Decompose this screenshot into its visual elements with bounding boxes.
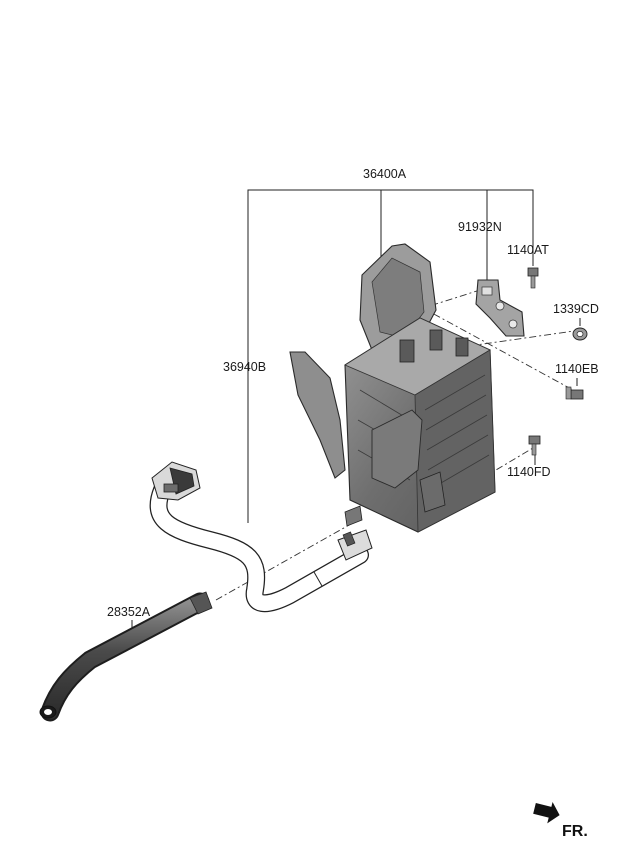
bolt-1140fd xyxy=(528,435,541,456)
label-91932n: 91932N xyxy=(458,220,502,234)
hose-36940b xyxy=(149,461,373,613)
bolt-1140eb xyxy=(565,386,584,400)
label-28352a: 28352A xyxy=(107,605,151,619)
front-arrow-icon xyxy=(533,802,560,824)
leader-lines xyxy=(131,189,581,642)
junction-box-assembly xyxy=(289,243,496,533)
nut-1339cd xyxy=(572,327,588,341)
label-1140eb: 1140EB xyxy=(555,362,599,376)
front-direction-indicator: FR. xyxy=(533,802,588,840)
part-labels: 36400A 91932N 1140AT 1339CD 36940B 1140E… xyxy=(107,167,599,619)
label-1140fd: 1140FD xyxy=(507,465,551,479)
bracket-91932n xyxy=(475,279,525,337)
label-1339cd: 1339CD xyxy=(553,302,599,316)
label-36400a: 36400A xyxy=(363,167,407,181)
bolt-1140at xyxy=(527,267,539,289)
left-mounting-bracket xyxy=(289,351,346,479)
label-1140at: 1140AT xyxy=(507,243,549,257)
label-36940b: 36940B xyxy=(223,360,266,374)
front-label: FR. xyxy=(562,823,588,840)
hose-28352a xyxy=(39,591,213,722)
